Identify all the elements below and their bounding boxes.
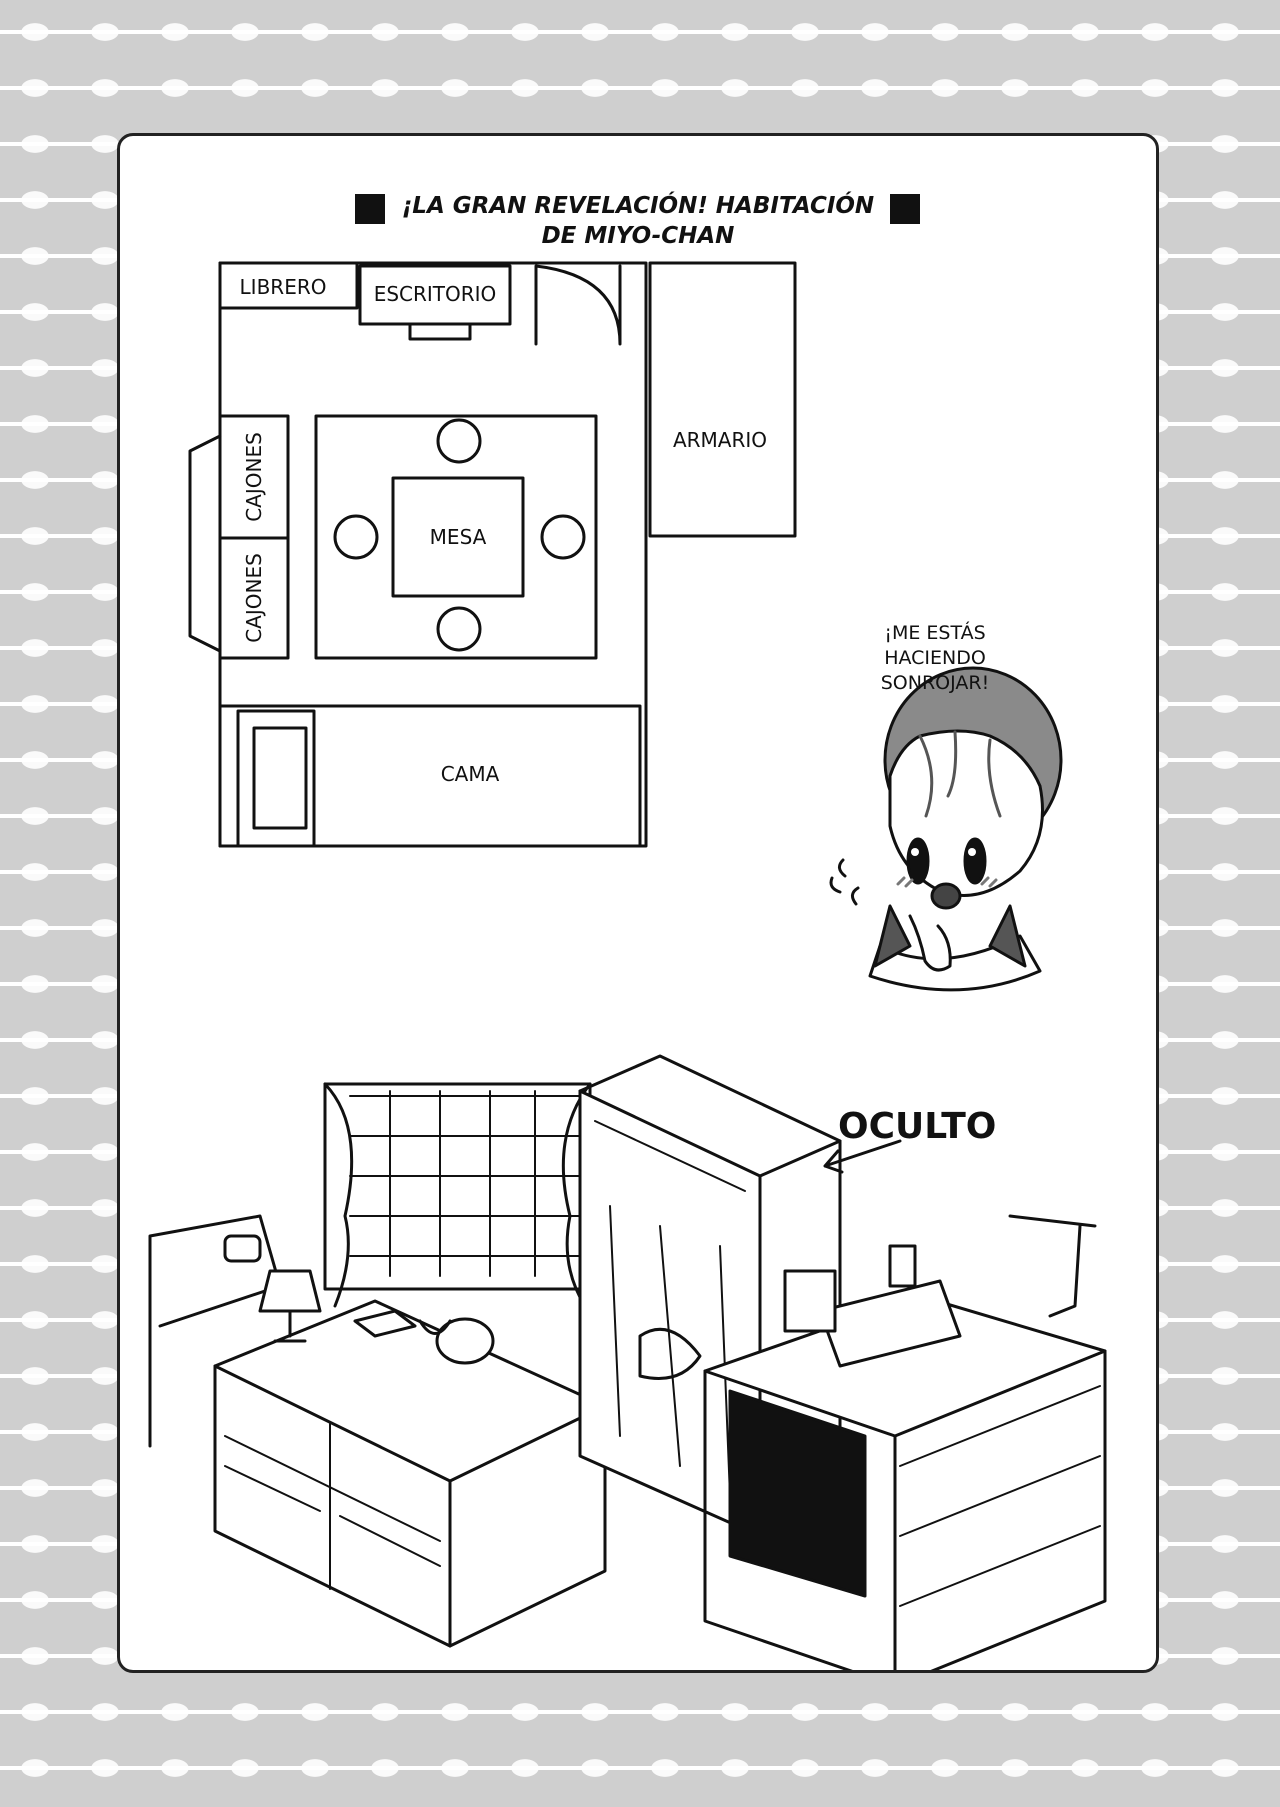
room-perspective-illustration [148, 1054, 1107, 1670]
bed-headboard [236, 709, 316, 848]
window-outline [188, 434, 222, 653]
title-line-1: ¡LA GRAN REVELACIÓN! HABITACIÓN [401, 193, 875, 219]
bookshelf-outline [218, 261, 359, 310]
comic-panel: ¡LA GRAN REVELACIÓN! HABITACIÓN DE MIYO-… [117, 133, 1159, 1673]
sweat-drops [829, 858, 860, 906]
label-bookshelf: LIBRERO [240, 275, 327, 299]
speech-text: ¡ME ESTÁS HACIENDO SONROJAR! [855, 621, 1015, 696]
rug-outline [314, 414, 598, 660]
paper-sheet [818, 1279, 962, 1368]
mouth [930, 882, 962, 910]
bed-outline [218, 704, 642, 848]
seat-cushion-right [540, 514, 586, 560]
chest-drawers [224, 1423, 441, 1590]
desk-lamp [1008, 1214, 1097, 1318]
window-frame [323, 1082, 592, 1291]
desk-side [930, 1349, 1107, 1670]
pen-holder [888, 1244, 917, 1288]
label-bed: CAMA [441, 762, 500, 786]
lamp-base [273, 1309, 307, 1343]
bed-pillow [252, 726, 308, 830]
title-square-left [355, 194, 385, 224]
floor-plan [188, 261, 797, 848]
books-on-desk [783, 1269, 837, 1333]
desk-knee-space [728, 1389, 867, 1598]
seat-cushion-bottom [436, 606, 482, 652]
lamp-shade [258, 1269, 322, 1313]
label-drawers-bottom: CAJONES [242, 553, 266, 643]
pointer-arrow [823, 1139, 902, 1174]
drawers-bottom-outline [218, 536, 290, 660]
title-line-2: DE MIYO-CHAN [541, 223, 735, 249]
room-outline [218, 261, 648, 848]
curtain-left [323, 1082, 354, 1308]
door-swing [534, 264, 622, 346]
window-grid [349, 1090, 581, 1277]
right-eye-shine [968, 848, 976, 856]
left-eye-shine [911, 848, 919, 856]
hair-pigtails [873, 904, 1027, 968]
page-title: ¡LA GRAN REVELACIÓN! HABITACIÓN DE MIYO-… [120, 191, 1156, 251]
speech-line-2: HACIENDO [884, 647, 986, 669]
speech-line-3: SONROJAR! [880, 672, 990, 694]
seat-cushion-left [333, 514, 379, 560]
wardrobe-outline [648, 261, 797, 538]
hidden-label: OCULTO [838, 1106, 997, 1147]
label-drawers-top: CAJONES [242, 432, 266, 522]
plush-toy [435, 1317, 495, 1365]
desk-drawers [899, 1385, 1101, 1607]
book-stack [353, 1309, 417, 1338]
wardrobe-top [578, 1054, 842, 1178]
label-desk: ESCRITORIO [374, 282, 497, 306]
curtain-right [561, 1082, 592, 1308]
miyo-chan-illustration [829, 666, 1063, 992]
desk-front [703, 1369, 897, 1670]
label-wardrobe: ARMARIO [673, 428, 767, 452]
hand [908, 914, 952, 972]
bed-side [148, 1214, 282, 1448]
wardrobe-curtain [594, 1120, 746, 1497]
right-eye [963, 837, 987, 885]
hair-bangs [918, 730, 1002, 818]
illustration-canvas: LIBRERO ESCRITORIO ARMARIO CAJONES CAJON… [148, 261, 1107, 1670]
basket [418, 1319, 452, 1335]
chest-front [213, 1364, 452, 1648]
label-table: MESA [430, 525, 487, 549]
speech-line-1: ¡ME ESTÁS [884, 622, 986, 644]
desk-chair [408, 322, 472, 341]
alarm-clock [223, 1234, 262, 1263]
left-eye [906, 837, 930, 885]
table-outline [391, 476, 525, 598]
blush-marks [896, 876, 998, 888]
seat-cushion-top [436, 418, 482, 464]
title-square-right [890, 194, 920, 224]
plant-leaves [638, 1327, 702, 1380]
